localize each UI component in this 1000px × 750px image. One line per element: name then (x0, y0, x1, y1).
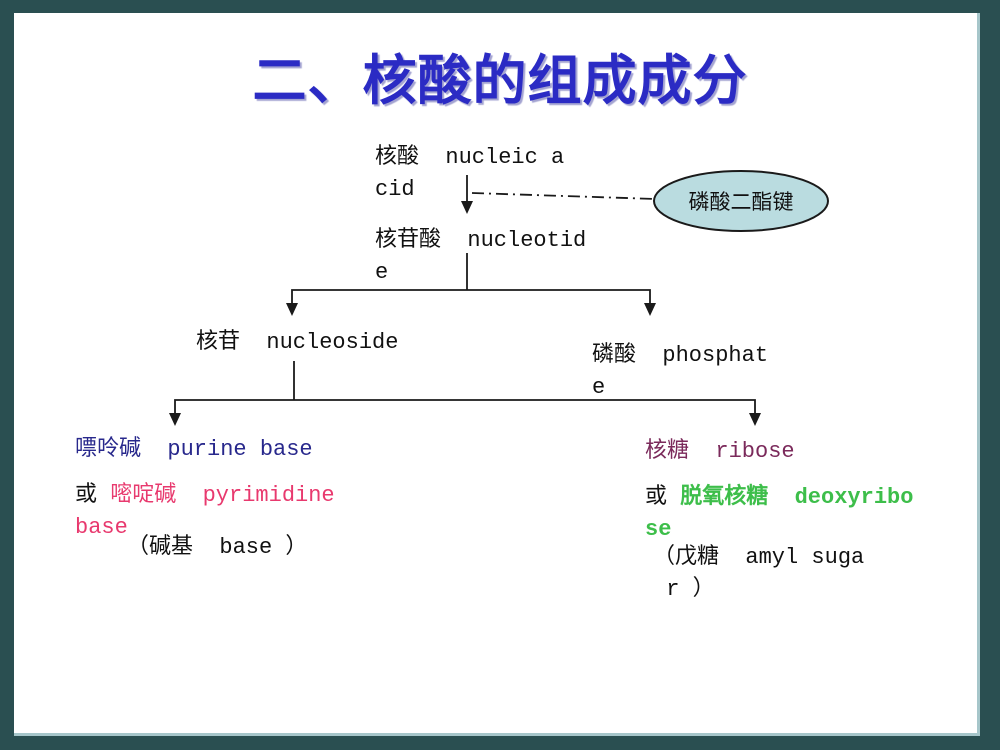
arrowhead-to-phosphate-icon (644, 303, 656, 316)
node-pyrimidine-line: 或 嘧啶碱 pyrimidine base (75, 480, 335, 544)
slide-title: 二、核酸的组成成分 (252, 51, 748, 111)
node-base-note: （碱基 base ） (127, 535, 308, 560)
callout-phosphodiester-bond: 磷酸二酯键 (688, 193, 794, 216)
branch-nucleoside-line (174, 399, 756, 414)
arrowhead-to-base-icon (169, 413, 181, 426)
node-phosphate: 磷酸 phosphat e (592, 343, 769, 400)
node-pentose-note: （戊糖 amyl suga r ） (653, 545, 865, 602)
node-nucleoside: 核苷 nucleoside (196, 330, 399, 355)
or-right-text: 或 (645, 485, 681, 510)
pyrimidine-base-text: 嘧啶碱 pyrimidine base (75, 483, 335, 540)
branch-nucleotide-line (291, 289, 651, 304)
arrowhead-to-nucleoside-icon (286, 303, 298, 316)
node-ribose: 核糖 ribose (645, 439, 795, 464)
slide-background-panel (14, 13, 980, 736)
node-deoxyribose-line: 或 脱氧核糖 deoxyribo se (645, 482, 913, 546)
dashdot-callout-line (471, 192, 657, 200)
node-nucleic-acid: 核酸 nucleic a cid (375, 145, 565, 202)
node-nucleotide: 核苷酸 nucleotid e (375, 228, 587, 285)
callout-ellipse (653, 170, 829, 232)
deoxyribose-text: 脱氧核糖 deoxyribo se (645, 485, 914, 542)
or-left-text: 或 (75, 483, 111, 508)
node-purine-base: 嘌呤碱 purine base (75, 437, 313, 462)
arrow-nucleicacid-head-icon (461, 201, 473, 214)
arrowhead-to-sugar-icon (749, 413, 761, 426)
